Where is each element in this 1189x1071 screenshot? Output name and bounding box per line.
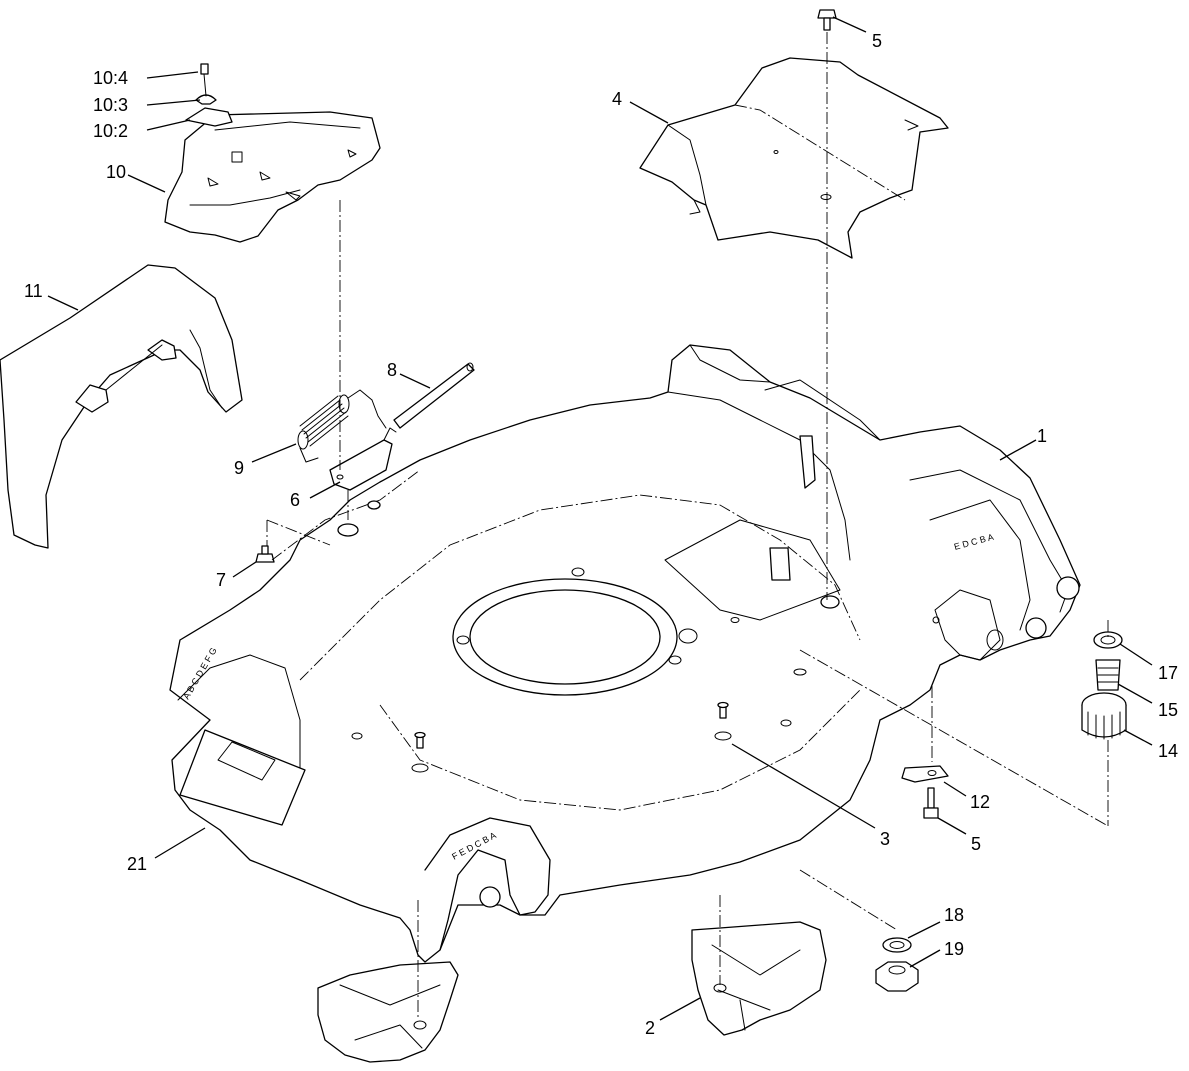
callout-8: 8 bbox=[387, 360, 397, 380]
callout-18: 18 bbox=[944, 905, 964, 925]
callout-2: 2 bbox=[645, 1018, 655, 1038]
alignment-lines bbox=[266, 32, 1109, 1020]
callout-5-bottom: 5 bbox=[971, 834, 981, 854]
callout-11: 11 bbox=[24, 281, 43, 301]
screw-3-left bbox=[411, 731, 429, 773]
callout-15: 15 bbox=[1158, 700, 1178, 720]
nut-19 bbox=[875, 961, 919, 992]
callout-4: 4 bbox=[612, 89, 622, 109]
torsion-spring bbox=[297, 389, 373, 463]
rear-baffle-plate bbox=[639, 57, 949, 259]
callout-10: 10 bbox=[106, 162, 126, 182]
callout-21: 21 bbox=[127, 854, 147, 874]
hinge-bracket bbox=[329, 399, 397, 491]
bolt-5-bottom bbox=[923, 787, 939, 819]
callout-12: 12 bbox=[970, 792, 990, 812]
callout-14: 14 bbox=[1158, 741, 1178, 761]
callout-1: 1 bbox=[1037, 426, 1047, 446]
callout-10-2: 10:2 bbox=[93, 121, 128, 141]
callout-7: 7 bbox=[216, 570, 226, 590]
cap-14 bbox=[1081, 692, 1127, 740]
bolt-7 bbox=[255, 545, 275, 563]
callout-6: 6 bbox=[290, 490, 300, 510]
callout-3: 3 bbox=[880, 829, 890, 849]
clip-12 bbox=[901, 765, 949, 783]
washer-17 bbox=[1093, 631, 1123, 649]
washer-18 bbox=[882, 937, 912, 953]
wheel-cover-right bbox=[691, 921, 827, 1036]
callout-10-3: 10:3 bbox=[93, 95, 128, 115]
side-discharge-deflector bbox=[0, 264, 243, 549]
mower-deck-housing: E D C B A A B C D E F G F E D C B A bbox=[169, 344, 1081, 963]
callout-9: 9 bbox=[234, 458, 244, 478]
callout-17: 17 bbox=[1158, 663, 1178, 683]
fitting-15 bbox=[1095, 659, 1121, 691]
wheel-cover-left bbox=[317, 961, 459, 1063]
callout-10-4: 10:4 bbox=[93, 68, 128, 88]
bolt-5-top bbox=[817, 9, 837, 31]
callout-labels: 5 4 10:4 10:3 10:2 10 11 8 9 6 7 1 17 15… bbox=[24, 31, 1178, 1038]
hinge-rod bbox=[393, 362, 475, 429]
screw-3-right bbox=[714, 701, 732, 741]
callout-5-top: 5 bbox=[872, 31, 882, 51]
callout-19: 19 bbox=[944, 939, 964, 959]
leader-lines bbox=[47, 16, 1153, 1021]
rear-door-assembly bbox=[164, 63, 381, 243]
